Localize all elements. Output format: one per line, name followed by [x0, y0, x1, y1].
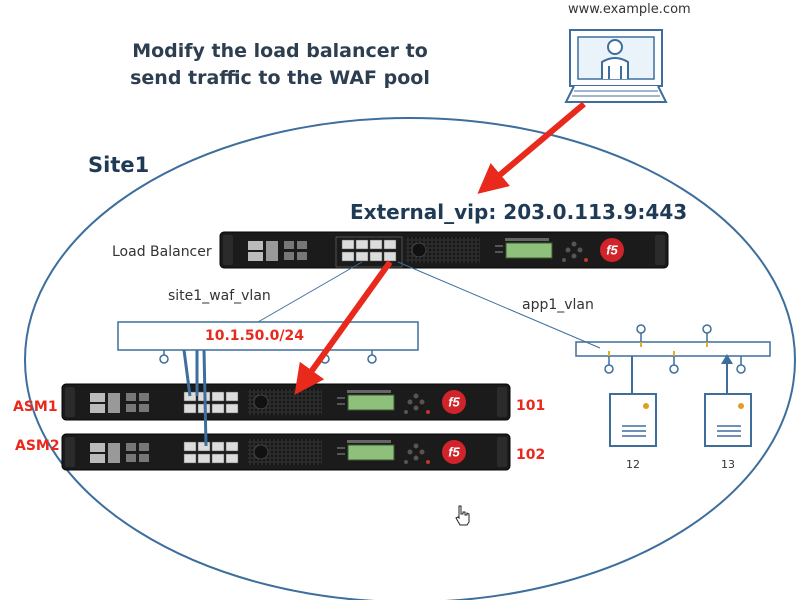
asm2-label: ASM2 — [15, 438, 60, 454]
client-url-label: www.example.com — [568, 2, 691, 17]
load-balancer-sfp-ports — [335, 236, 403, 268]
asm1-id-label: 101 — [516, 398, 546, 414]
waf-vlan-to-asm-links — [182, 349, 208, 447]
client-to-vip-arrow — [477, 101, 586, 194]
load-balancer-label: Load Balancer — [112, 244, 212, 260]
server-13-label: 13 — [721, 458, 735, 471]
hand-cursor-icon — [455, 505, 470, 526]
site-boundary — [24, 117, 796, 600]
asm1-device — [61, 383, 511, 421]
load-balancer-device — [219, 231, 669, 269]
lb-to-waf-pool-arrow — [294, 260, 393, 395]
server-13-icon — [704, 393, 752, 447]
waf-vlan-connectors — [159, 350, 377, 364]
server-12-label: 12 — [626, 458, 640, 471]
external-vip-label: External_vip: 203.0.113.9:443 — [350, 200, 688, 224]
diagram-title: Modify the load balancer to send traffic… — [0, 38, 560, 92]
server-12-icon — [609, 393, 657, 447]
lb-to-app-vlan-link — [397, 261, 601, 349]
app-vlan-label: app1_vlan — [522, 297, 594, 313]
user-at-computer-icon — [564, 29, 668, 103]
app-vlan-connectors — [604, 324, 746, 374]
lb-to-waf-vlan-link — [257, 261, 363, 323]
waf-vlan-bar — [117, 321, 419, 351]
waf-vlan-subnet-label: 10.1.50.0/24 — [205, 328, 304, 344]
asm2-device — [61, 433, 511, 471]
server-13-arrowhead — [721, 354, 733, 364]
title-line-1: Modify the load balancer to — [132, 40, 428, 62]
site-label: Site1 — [88, 153, 150, 177]
title-line-2: send traffic to the WAF pool — [130, 67, 430, 89]
asm1-label: ASM1 — [13, 399, 58, 415]
waf-vlan-label: site1_waf_vlan — [168, 288, 271, 304]
asm2-id-label: 102 — [516, 447, 546, 463]
app-vlan-port-marks — [608, 342, 708, 356]
